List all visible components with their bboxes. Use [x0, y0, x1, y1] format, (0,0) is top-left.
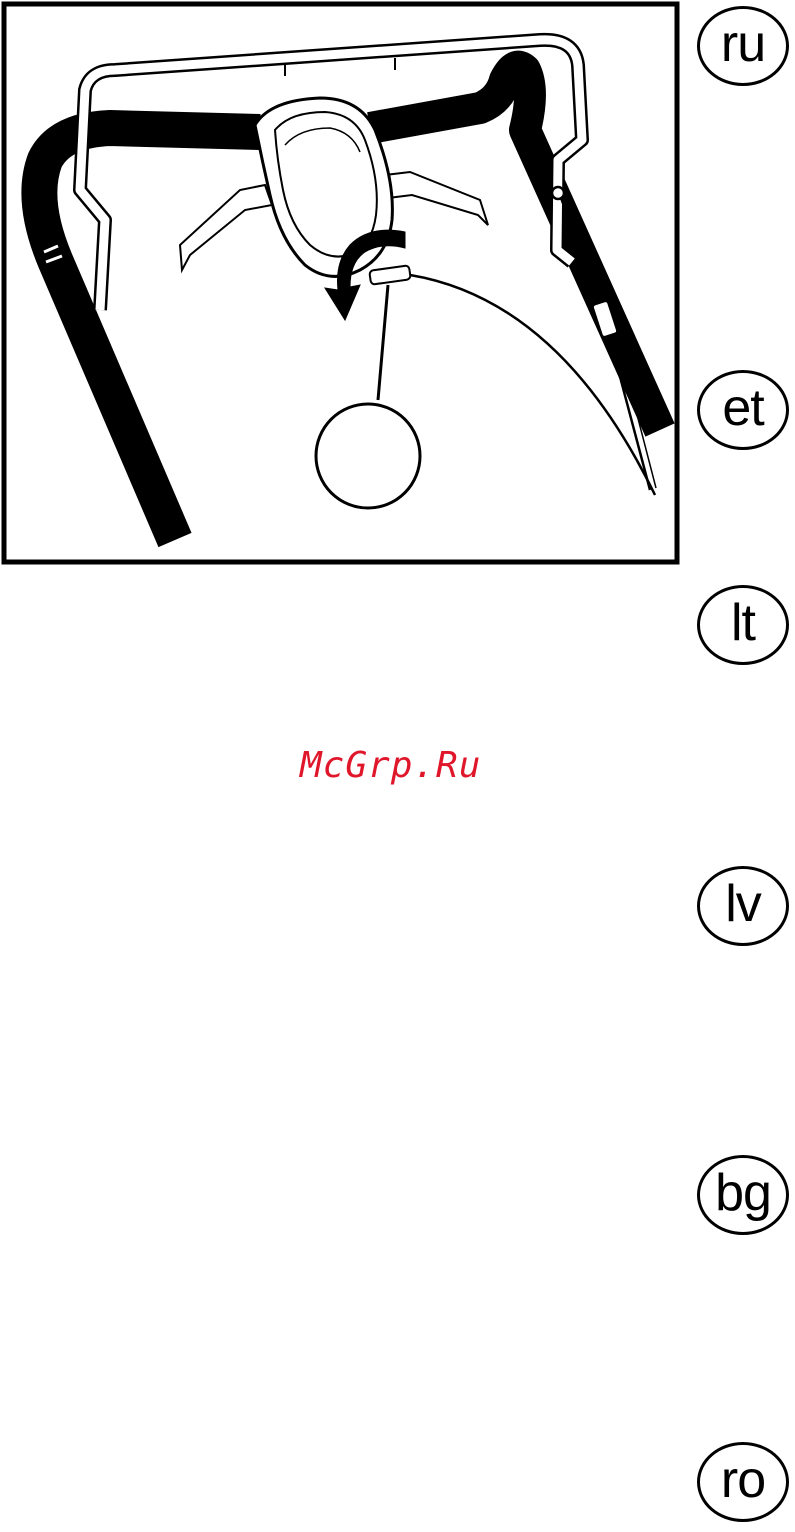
- language-badge-lt: lt: [697, 585, 789, 665]
- bail-arm-right: [385, 172, 488, 225]
- switch-box: [255, 98, 392, 276]
- handle-illustration: [0, 0, 795, 570]
- language-badge-lv: lv: [697, 866, 789, 946]
- handle-bar-crossbar: [370, 67, 660, 430]
- callout-circle: [316, 404, 420, 508]
- language-badge-ro: ro: [697, 1442, 789, 1522]
- language-badge-bg: bg: [697, 1155, 789, 1235]
- bail-arm-left: [180, 185, 272, 270]
- watermark: McGrp.Ru: [300, 745, 510, 786]
- callout-leader: [378, 285, 388, 400]
- language-badge-et: et: [697, 370, 789, 450]
- handle-bar-left: [39, 128, 260, 540]
- cable-connector: [369, 265, 411, 284]
- language-badge-ru: ru: [697, 6, 789, 86]
